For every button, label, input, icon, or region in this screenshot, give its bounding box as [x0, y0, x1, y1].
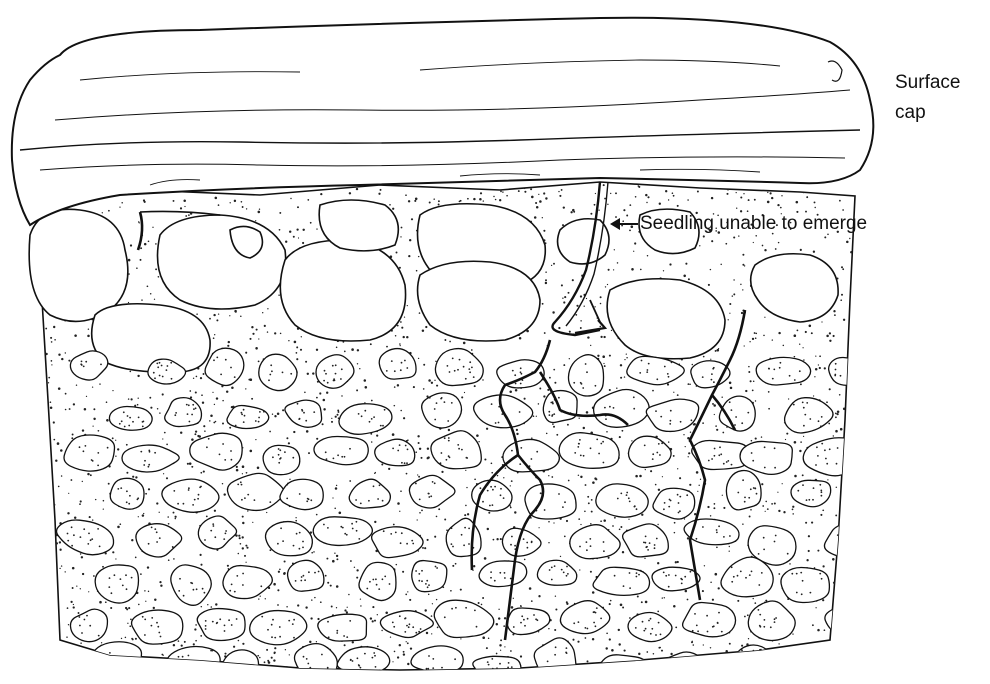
surface-cap-label: Surface: [895, 70, 960, 96]
surface-cap-label-line2: cap: [895, 100, 926, 126]
seedling-label: Seedling unable to emerge: [640, 211, 867, 237]
